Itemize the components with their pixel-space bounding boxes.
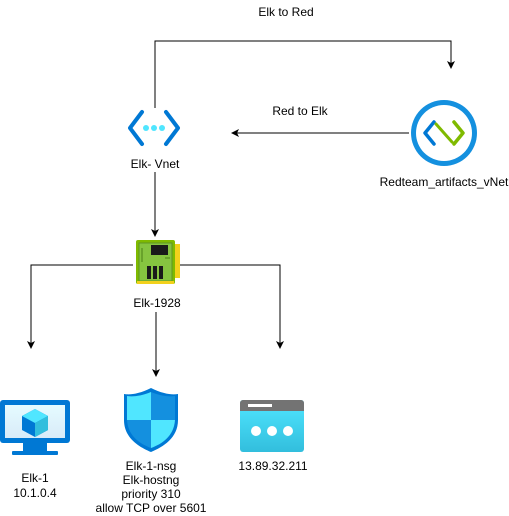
network-security-group-icon[interactable] [124, 388, 178, 452]
node-label-elk-vnet: Elk- Vnet [130, 157, 180, 171]
nsg-label-line: priority 310 [121, 487, 181, 501]
nsg-label-line: allow TCP over 5601 [95, 501, 207, 515]
public-ip-icon[interactable] [240, 400, 304, 452]
virtual-network-icon[interactable] [128, 110, 180, 146]
edge-nic-to-public-ip [180, 264, 284, 349]
network-interface-icon[interactable] [136, 240, 180, 284]
node-label-redteam-vnet: Redteam_artifacts_vNet [379, 175, 509, 189]
node-label-public-ip: 13.89.32.211 [238, 459, 308, 473]
edge-nic-to-vm [27, 264, 133, 349]
virtual-machine-icon[interactable] [0, 400, 70, 455]
edge-label-red-to-elk: Red to Elk [272, 104, 328, 118]
node-label-vm-name: Elk-1 [21, 471, 49, 485]
edge-elk-to-red [154, 40, 455, 108]
node-label-vm-ip: 10.1.0.4 [13, 486, 57, 500]
nsg-label-line: Elk-hostng [122, 473, 180, 487]
node-label-nic: Elk-1928 [133, 296, 181, 310]
vnet-peering-icon[interactable] [411, 100, 477, 166]
nsg-label-line: Elk-1-nsg [125, 459, 177, 473]
edge-label-elk-to-red: Elk to Red [258, 5, 314, 19]
